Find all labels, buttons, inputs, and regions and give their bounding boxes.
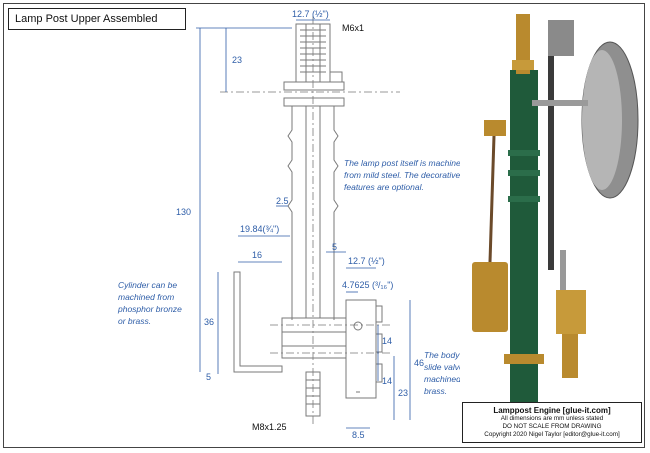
dim-cylinder-half: 16 — [252, 250, 262, 260]
dim-bottom-width: 8.5 — [352, 430, 365, 440]
dim-cylinder-base: 5 — [206, 372, 211, 382]
note-lamppost: The lamp post itself is machined from mi… — [344, 158, 466, 192]
dim-port: 4.7625 (³/₁₆") — [342, 280, 393, 290]
svg-text:slide valve was: slide valve was — [424, 362, 482, 372]
dim-valve-offset: 5 — [332, 242, 337, 252]
center-lines — [220, 16, 400, 424]
dim-overall: 130 — [176, 207, 191, 217]
drawing-frame — [3, 3, 645, 448]
svg-text:machined from: machined from — [424, 374, 480, 384]
svg-text:phosphor bronze: phosphor bronze — [117, 304, 182, 314]
title-block: Lamppost Engine [glue-it.com] All dimens… — [462, 402, 642, 443]
title-block-name: Lamppost Engine [glue-it.com] — [493, 406, 611, 415]
dim-valve-width: 12.7 (½") — [348, 256, 385, 266]
title-block-units: All dimensions are mm unless stated — [500, 415, 604, 422]
svg-text:machined from: machined from — [118, 292, 174, 302]
dim-port-spacing-2: 14 — [382, 376, 392, 386]
svg-text:Cylinder can be: Cylinder can be — [118, 280, 177, 290]
svg-text:The body of the: The body of the — [424, 350, 483, 360]
title-block-warning: DO NOT SCALE FROM DRAWING — [502, 423, 602, 430]
svg-text:features are optional.: features are optional. — [344, 182, 424, 192]
dim-groove: 2.5 — [276, 196, 289, 206]
svg-text:or brass.: or brass. — [118, 316, 151, 326]
dim-port-spacing-1: 14 — [382, 336, 392, 346]
dim-top-length: 23 — [232, 55, 242, 65]
dimension-lines — [196, 19, 411, 429]
svg-text:The lamp post itself is machin: The lamp post itself is machined — [344, 158, 466, 168]
dim-total-valve: 46 — [414, 358, 424, 368]
dim-collar-width: 19.84(¾") — [240, 224, 279, 234]
dim-top-thread: M6x1 — [342, 23, 364, 33]
drawing-title: Lamp Post Upper Assembled — [8, 8, 186, 30]
dim-top-width: 12.7 (½") — [292, 9, 329, 19]
dim-valve-height: 23 — [398, 388, 408, 398]
note-valve: The body of the slide valve was machined… — [424, 350, 483, 396]
dim-bottom-thread: M8x1.25 — [252, 422, 287, 432]
engine-photo — [460, 4, 644, 404]
title-block-copyright: Copyright 2020 Nigel Taylor [editor@glue… — [484, 431, 620, 438]
note-cylinder: Cylinder can be machined from phosphor b… — [117, 280, 182, 326]
dim-cylinder-height: 36 — [204, 317, 214, 327]
svg-text:brass.: brass. — [424, 386, 447, 396]
svg-text:from mild steel. The decorativ: from mild steel. The decorative — [344, 170, 460, 180]
lamp-post-outline — [233, 23, 383, 417]
